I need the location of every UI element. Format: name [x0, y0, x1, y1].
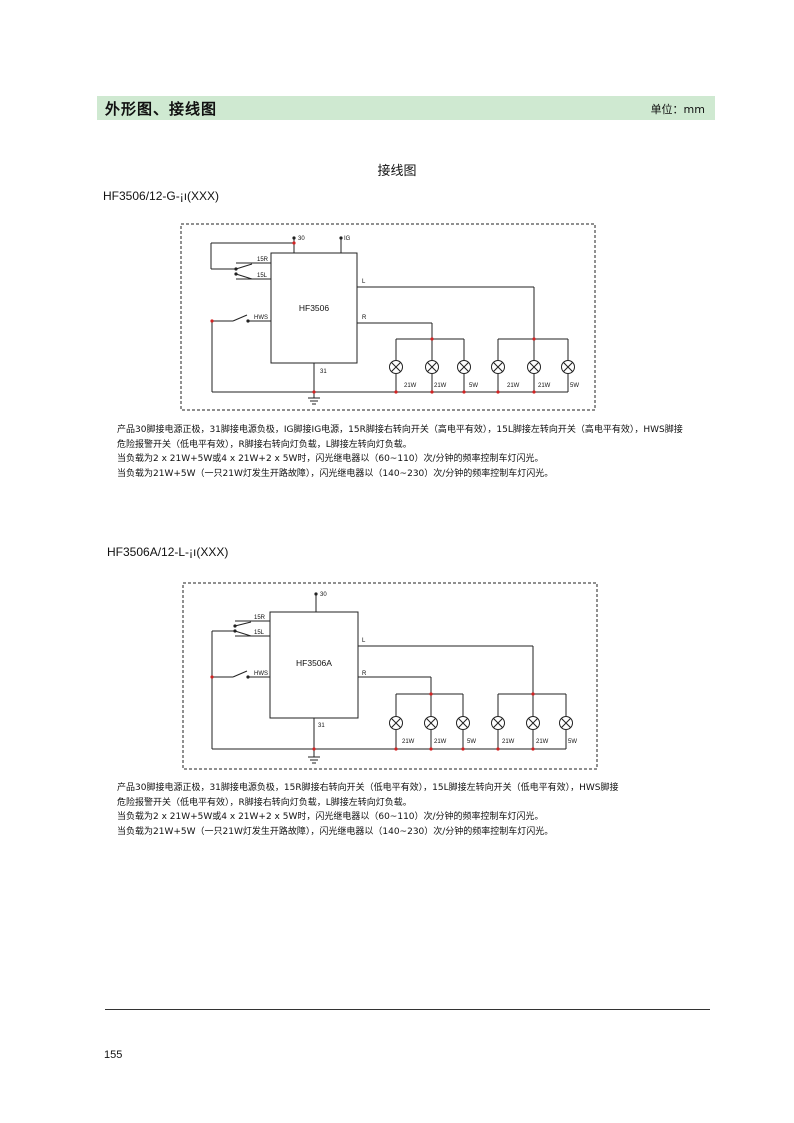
wiring-diagram-1: 30 IG 15R 15L HWS L R 31 21W 21W 5W 21W …: [180, 223, 596, 411]
pin-30-label: 30: [320, 592, 327, 598]
section-title: 接线图: [377, 164, 417, 179]
description-line: 当负载为21W+5W（一只21W灯发生开路故障），闪光继电器以（140~230）…: [117, 826, 554, 837]
lamp-icon: [527, 360, 541, 374]
description-line: 危险报警开关（低电平有效），R脚接右转向灯负载，L脚接左转向灯负载。: [117, 797, 412, 808]
lamp-label: 21W: [507, 383, 520, 389]
lamp-label: 21W: [536, 739, 549, 745]
wiring-diagram-2: 30 15R 15L HWS L R 31 21W 21W 5W 21W 21W…: [182, 582, 598, 770]
lamp-icon: [559, 716, 573, 730]
description-line: 当负载为2 x 21W+5W或4 x 21W+2 x 5W时，闪光继电器以（60…: [117, 454, 544, 464]
pin-15r-label: 15R: [254, 615, 266, 621]
pin-31-label: 31: [320, 369, 327, 375]
model-label-2: HF3506A/12-L-¡ı(XXX): [107, 545, 229, 559]
lamp-icon: [389, 360, 403, 374]
pin-31-label: 31: [318, 723, 325, 729]
lamp-icon: [457, 360, 471, 374]
lamp-label: 5W: [469, 383, 478, 389]
lamp-label: 5W: [467, 739, 476, 745]
footer-divider: [105, 1009, 710, 1010]
lamp-icon: [389, 716, 403, 730]
lamp-label: 21W: [434, 739, 447, 745]
lamp-icon: [424, 716, 438, 730]
pin-15l-label: 15L: [257, 273, 268, 279]
pin-r-label: R: [362, 671, 367, 677]
pin-ig-label: IG: [344, 236, 351, 242]
page-number: 155: [104, 1049, 123, 1061]
description-line: 产品30脚接电源正极，31脚接电源负极，IG脚接IG电源，15R脚接右转向开关（…: [117, 425, 683, 435]
model-label-1: HF3506/12-G-¡ı(XXX): [103, 189, 220, 203]
header-bar: 外形图、接线图 单位：mm: [97, 96, 715, 120]
pin-15r-label: 15R: [257, 257, 269, 263]
pin-hws-label: HWS: [254, 315, 268, 321]
pin-l-label: L: [362, 638, 366, 644]
lamp-label: 5W: [570, 383, 579, 389]
page-title: 外形图、接线图: [105, 100, 218, 118]
lamp-icon: [425, 360, 439, 374]
unit-label: 单位：mm: [650, 103, 705, 116]
description-line: 当负载为21W+5W（一只21W灯发生开路故障），闪光继电器以（140~230）…: [117, 468, 554, 479]
lamp-label: 21W: [502, 739, 515, 745]
description-line: 产品30脚接电源正极，31脚接电源负极，15R脚接右转向开关（低电平有效），15…: [117, 783, 619, 793]
lamp-label: 21W: [404, 383, 417, 389]
lamp-icon: [491, 360, 505, 374]
lamp-icon: [456, 716, 470, 730]
lamp-icon: [491, 716, 505, 730]
pin-l-label: L: [362, 279, 366, 285]
lamp-label: 21W: [434, 383, 447, 389]
chip-label: HF3506: [299, 303, 330, 313]
pin-r-label: R: [362, 315, 367, 321]
lamp-icon: [561, 360, 575, 374]
lamp-label: 21W: [538, 383, 551, 389]
pin-30-label: 30: [298, 236, 305, 242]
lamp-label: 5W: [568, 739, 577, 745]
description-1: 产品30脚接电源正极，31脚接电源负极，IG脚接IG电源，15R脚接右转向开关（…: [117, 423, 683, 481]
description-line: 危险报警开关（低电平有效），R脚接右转向灯负载，L脚接左转向灯负载。: [117, 439, 412, 450]
pin-hws-label: HWS: [254, 671, 268, 677]
description-2: 产品30脚接电源正极，31脚接电源负极，15R脚接右转向开关（低电平有效），15…: [117, 781, 618, 839]
lamp-icon: [526, 716, 540, 730]
lamp-label: 21W: [402, 739, 415, 745]
pin-15l-label: 15L: [254, 630, 265, 636]
description-line: 当负载为2 x 21W+5W或4 x 21W+2 x 5W时，闪光继电器以（60…: [117, 812, 544, 822]
chip-label: HF3506A: [296, 658, 332, 668]
